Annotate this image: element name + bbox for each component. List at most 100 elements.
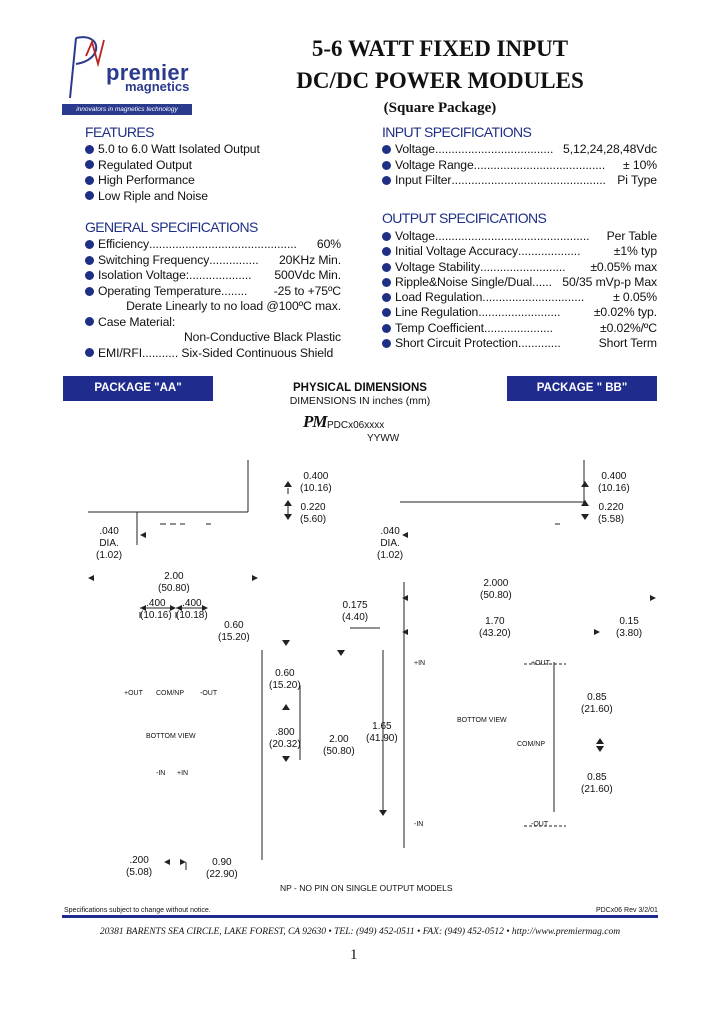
logo-word-premier: premier bbox=[106, 60, 189, 85]
bb-pin-in-neg: -IN bbox=[414, 821, 424, 828]
bullet-icon bbox=[382, 308, 391, 318]
bullet-icon bbox=[85, 191, 94, 200]
dim-bb-170: 1.70(43.20) bbox=[479, 616, 511, 639]
date-code-marking: YYWW bbox=[367, 433, 400, 444]
case-material-row: Case Material: bbox=[85, 315, 341, 331]
bb-bottom-view: BOTTOM VIEW bbox=[457, 717, 507, 724]
pm-marking: PM bbox=[303, 412, 327, 431]
title-line-2: DC/DC POWER MODULES bbox=[296, 68, 584, 93]
emi-row: EMI/RFI........... Six-Sided Continuous … bbox=[85, 346, 341, 362]
aa-pin-out-pos: +OUT bbox=[124, 690, 143, 697]
bullet-icon bbox=[85, 255, 94, 265]
general-spec-list: Efficiency .............................… bbox=[85, 237, 341, 361]
output-spec-heading: OUTPUT SPECIFICATIONS bbox=[382, 210, 547, 226]
premier-logo-mark bbox=[69, 36, 105, 99]
bullet-icon bbox=[382, 277, 391, 287]
bullet-icon bbox=[85, 286, 94, 296]
logo-word-magnetics: magnetics bbox=[125, 79, 190, 94]
output-spec-row: Voltage ................................… bbox=[382, 229, 657, 244]
input-spec-list: Voltage ................................… bbox=[382, 142, 657, 189]
bullet-icon bbox=[382, 247, 391, 257]
dim-aa-0220: 0.220(5.60) bbox=[300, 502, 327, 525]
features-heading: FEATURES bbox=[85, 124, 154, 140]
bullet-icon bbox=[85, 271, 94, 280]
title-line-1: 5-6 WATT FIXED INPUT bbox=[311, 36, 569, 61]
bullet-icon bbox=[85, 240, 94, 249]
footer-rule bbox=[62, 915, 658, 918]
aa-pin-in-pos: +IN bbox=[177, 770, 189, 777]
package-aa-band: PACKAGE "AA" bbox=[63, 376, 213, 401]
np-note: NP - NO PIN ON SINGLE OUTPUT MODELS bbox=[280, 883, 453, 893]
dimensions-units: DIMENSIONS IN inches (mm) bbox=[289, 395, 431, 407]
bullet-icon bbox=[85, 175, 94, 185]
general-spec-row: Efficiency .............................… bbox=[85, 237, 341, 253]
dim-aa-pin-spacing-a: .400(10.16) bbox=[140, 598, 172, 621]
dim-aa-200: .200(5.08) bbox=[126, 855, 153, 878]
bullet-icon bbox=[382, 176, 391, 185]
company-address: 20381 BARENTS SEA CIRCLE, LAKE FOREST, C… bbox=[99, 927, 621, 937]
aa-pin-com: COM/NP bbox=[156, 690, 184, 697]
dim-aa-060-v: 0.60(15.20) bbox=[269, 668, 301, 691]
dim-aa-800: .800(20.32) bbox=[269, 727, 301, 750]
feature-item: Low Riple and Noise bbox=[85, 189, 260, 205]
dim-bb-0400: 0.400(10.16) bbox=[598, 471, 630, 494]
dim-bb-165: 1.65(41.90) bbox=[366, 721, 398, 744]
dim-aa-0400: 0.400(10.16) bbox=[300, 471, 332, 494]
dim-bb-0175: 0.175(4.40) bbox=[342, 600, 369, 623]
bb-pin-com: COM/NP bbox=[517, 741, 545, 748]
bullet-icon bbox=[85, 348, 94, 357]
bullet-icon bbox=[382, 293, 391, 303]
dim-aa-width: 2.00(50.80) bbox=[158, 571, 190, 594]
output-spec-row: Short Circuit Protection .............Sh… bbox=[382, 336, 657, 351]
input-spec-row: Input Filter ...........................… bbox=[382, 173, 657, 189]
output-spec-list: Voltage ................................… bbox=[382, 229, 657, 351]
page-number: 1 bbox=[350, 947, 358, 963]
bullet-icon bbox=[382, 323, 391, 333]
aa-pin-in-neg: -IN bbox=[156, 770, 166, 777]
input-spec-row: Voltage ................................… bbox=[382, 142, 657, 158]
feature-item: Regulated Output bbox=[85, 158, 260, 174]
general-spec-row: Operating Temperature ........-25 to +75… bbox=[85, 284, 341, 300]
bullet-icon bbox=[382, 145, 391, 154]
input-spec-heading: INPUT SPECIFICATIONS bbox=[382, 124, 532, 140]
bullet-icon bbox=[85, 160, 94, 169]
disclaimer: Specifications subject to change without… bbox=[64, 907, 211, 914]
physical-dimensions-heading: PHYSICAL DIMENSIONS bbox=[293, 382, 427, 394]
output-spec-row: Voltage Stability ......................… bbox=[382, 260, 657, 275]
dim-aa-090: 0.90(22.90) bbox=[206, 857, 238, 880]
features-list: 5.0 to 6.0 Watt Isolated Output Regulate… bbox=[85, 142, 260, 204]
general-spec-row: Isolation Voltage: ...................50… bbox=[85, 268, 341, 284]
dim-aa-060-h: 0.60(15.20) bbox=[218, 620, 250, 643]
bullet-icon bbox=[382, 339, 391, 349]
bullet-icon bbox=[85, 317, 94, 326]
bb-pin-in-pos: +IN bbox=[414, 660, 426, 667]
bullet-icon bbox=[85, 144, 94, 154]
bullet-icon bbox=[382, 232, 391, 241]
document-reference: PDCx06 Rev 3/2/01 bbox=[596, 907, 658, 914]
input-spec-row: Voltage Range ..........................… bbox=[382, 158, 657, 174]
dim-aa-height: 2.00(50.80) bbox=[323, 734, 355, 757]
bb-pin-out-pos: +OUT bbox=[531, 660, 550, 667]
dim-bb-085-a: 0.85(21.60) bbox=[581, 692, 613, 715]
feature-item: 5.0 to 6.0 Watt Isolated Output bbox=[85, 142, 260, 158]
aa-pin-out-neg: -OUT bbox=[200, 690, 218, 697]
dim-bb-0220: 0.220(5.58) bbox=[598, 502, 625, 525]
dim-aa-pin-spacing-b: .400(10.18) bbox=[176, 598, 208, 621]
bullet-icon bbox=[382, 160, 391, 170]
output-spec-row: Line Regulation ........................… bbox=[382, 305, 657, 320]
dim-bb-width: 2.000(50.80) bbox=[480, 578, 512, 601]
package-bb-band: PACKAGE " BB" bbox=[507, 376, 657, 401]
title-line-3: (Square Package) bbox=[383, 100, 497, 116]
output-spec-row: Initial Voltage Accuracy ...............… bbox=[382, 244, 657, 259]
output-spec-row: Load Regulation ........................… bbox=[382, 290, 657, 305]
aa-bottom-view: BOTTOM VIEW bbox=[146, 733, 196, 740]
case-material-value: Non-Conductive Black Plastic bbox=[183, 330, 341, 344]
dim-bb-085-b: 0.85(21.60) bbox=[581, 772, 613, 795]
logo-tagline: innovators in magnetics technology bbox=[62, 104, 192, 115]
bullet-icon bbox=[382, 262, 391, 272]
output-spec-row: Temp Coefficient .....................±0… bbox=[382, 321, 657, 336]
general-spec-heading: GENERAL SPECIFICATIONS bbox=[85, 219, 258, 235]
